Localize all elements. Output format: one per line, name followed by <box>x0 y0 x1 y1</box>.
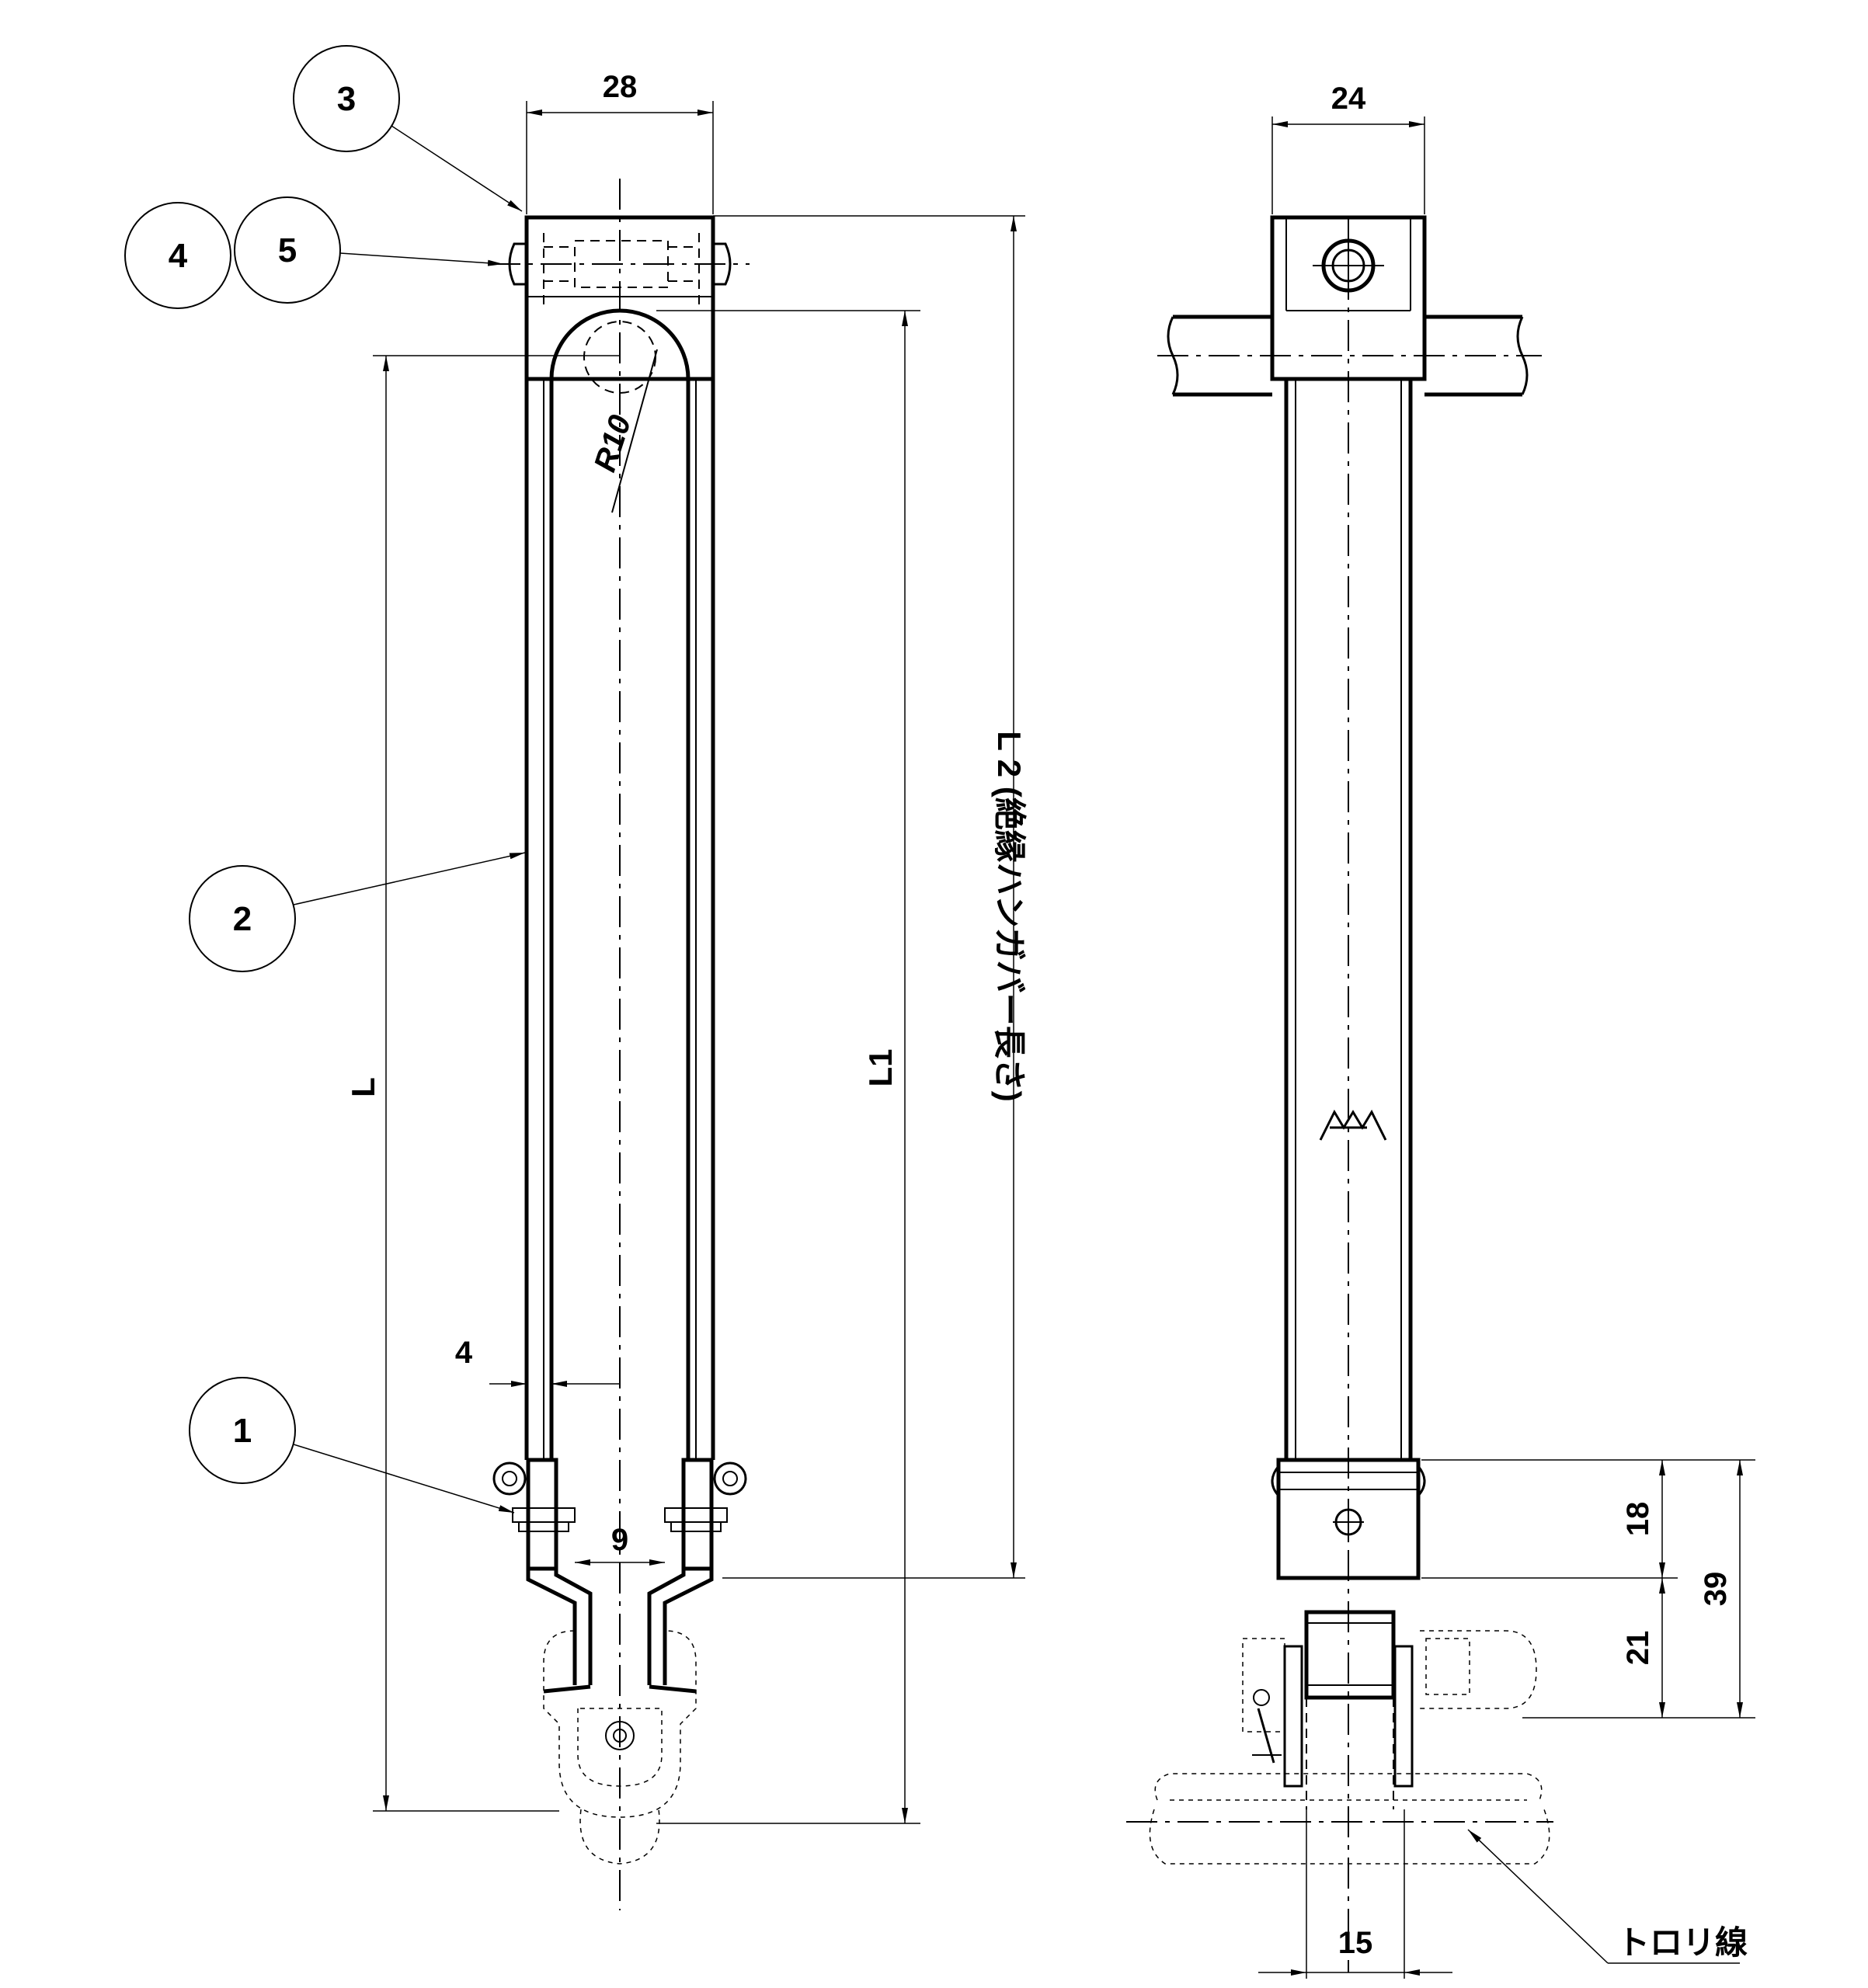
clamp-right <box>647 1458 747 1685</box>
side-ear <box>1242 1610 1537 1809</box>
dim-21: 21 <box>1621 1631 1655 1666</box>
clamp-left <box>492 1458 593 1685</box>
side-view: 24 18 21 39 15 トロリ線 <box>1126 82 1755 1979</box>
dim-15: 15 <box>1338 1926 1373 1960</box>
side-clamp <box>1271 1458 1426 1580</box>
dim-r10: R10 <box>588 411 638 475</box>
callout-2 <box>189 865 296 972</box>
front-view: R10 <box>124 45 1028 1910</box>
callout-1 <box>189 1377 296 1484</box>
trolley-ear-ghost <box>543 1630 697 1865</box>
bolt-head-right <box>713 242 732 286</box>
dim-length-l1: L1 <box>862 1048 899 1086</box>
support-bar <box>1157 315 1542 397</box>
callout-4-label: 4 <box>169 237 188 275</box>
dim-gap: 9 <box>611 1523 628 1557</box>
maker-logo-icon <box>1319 1109 1387 1141</box>
dim-width-side: 24 <box>1331 82 1366 116</box>
trolley-wire-ghost <box>1126 1773 1553 1865</box>
callout-3 <box>293 45 400 152</box>
callout-5 <box>234 196 341 304</box>
callout-4 <box>124 202 231 309</box>
callout-2-label: 2 <box>233 900 252 938</box>
callout-3-label: 3 <box>337 80 356 118</box>
dim-wall: 4 <box>455 1336 473 1370</box>
trolley-wire-label: トロリ線 <box>1617 1924 1748 1961</box>
dim-18: 18 <box>1621 1502 1655 1537</box>
dim-39: 39 <box>1699 1572 1733 1607</box>
callout-1-label: 1 <box>233 1412 252 1450</box>
dim-width-front: 28 <box>603 70 638 104</box>
dim-length-l2: L 2 (絶縁ハンガバー長さ) <box>991 731 1028 1102</box>
dim-length-l: L <box>345 1077 381 1097</box>
callout-5-label: 5 <box>278 231 297 269</box>
